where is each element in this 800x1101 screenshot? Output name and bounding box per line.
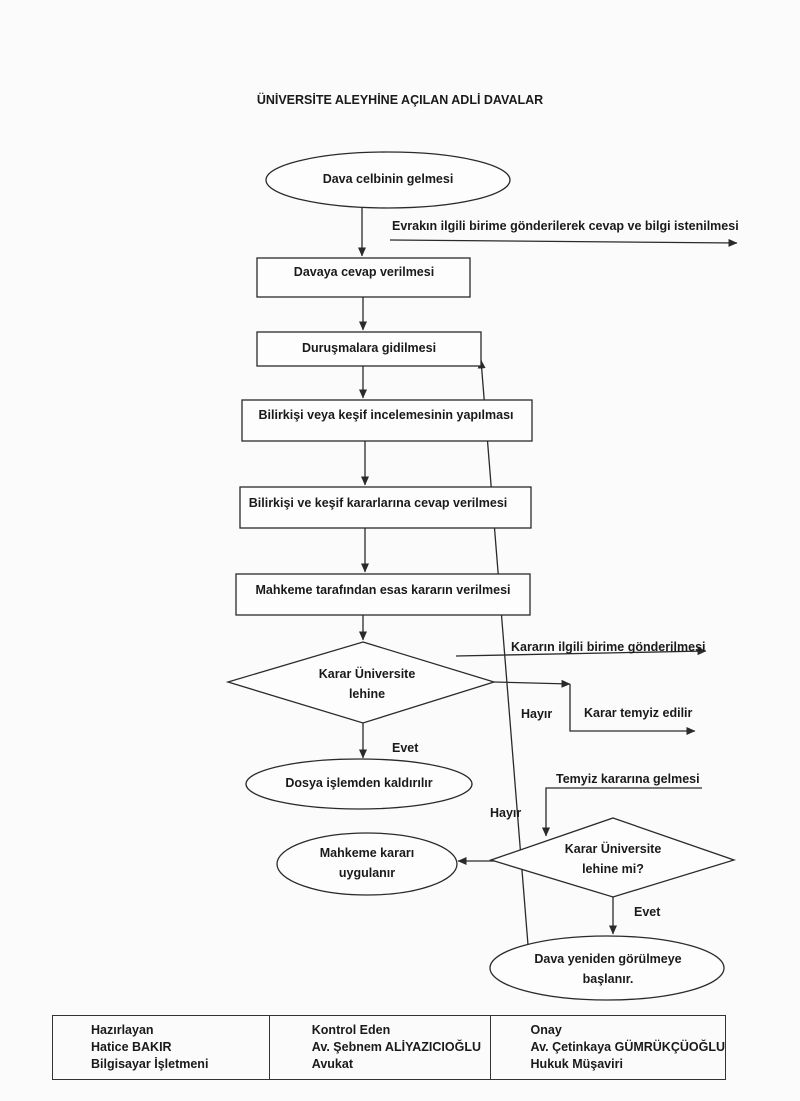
node-bilirkisi-cevap: Bilirkişi ve keşif kararlarına cevap ver… (248, 496, 508, 510)
arrow-loop-back (477, 359, 529, 946)
label-evet-2: Evet (634, 905, 661, 919)
footer-prepared: Hazırlayan Hatice BAKIR Bilgisayar İşlet… (53, 1016, 269, 1079)
approved-label: Onay (530, 1023, 562, 1037)
ellipse-dosya (245, 758, 473, 810)
box-bilirkisi (241, 399, 533, 442)
page-title: ÜNİVERSİTE ALEYHİNE AÇILAN ADLİ DAVALAR (256, 93, 544, 107)
label-birime-gonder: Kararın ilgili birime gönderilmesi (511, 640, 706, 654)
approved-role: Hukuk Müşaviri (530, 1057, 623, 1071)
approved-name: Av. Çetinkaya GÜMRÜKÇÜOĞLU (530, 1040, 726, 1054)
footer-approved: Onay Av. Çetinkaya GÜMRÜKÇÜOĞLU Hukuk Mü… (489, 1016, 726, 1079)
label-evrak-gonder: Evrakın ilgili birime gönderilerek cevap… (392, 219, 739, 233)
prepared-role: Bilgisayar İşletmeni (91, 1057, 209, 1071)
prepared-label: Hazırlayan (91, 1023, 154, 1037)
arrow-temyiz-karari (542, 787, 702, 837)
box-durusma (256, 331, 482, 367)
decision-2-line-1: Karar Üniversite (564, 842, 662, 856)
decision-diamond-2 (488, 817, 737, 898)
prepared-name: Hatice BAKIR (91, 1040, 172, 1054)
node-esas-karar: Mahkeme tarafından esas kararın verilmes… (255, 583, 511, 597)
decision-1-line-2: lehine (348, 687, 386, 701)
label-temyiz-karari: Temyiz kararına gelmesi (556, 772, 700, 786)
label-hayir-2: Hayır (490, 806, 522, 820)
footer-checked: Kontrol Eden Av. Şebnem ALİYAZICIOĞLU Av… (268, 1016, 490, 1079)
node-dava-celbi: Dava celbinin gelmesi (322, 172, 454, 186)
node-yeniden-line-2: başlanır. (582, 972, 634, 986)
node-bilirkisi: Bilirkişi veya keşif incelemesinin yapıl… (258, 408, 514, 422)
box-esas-karar (235, 573, 531, 616)
ellipse-yeniden (489, 935, 725, 1001)
arrow-birime-gonder (455, 647, 707, 657)
label-hayir-1: Hayır (521, 707, 553, 721)
arrow-evrak (389, 238, 738, 247)
approval-footer: Hazırlayan Hatice BAKIR Bilgisayar İşlet… (52, 1015, 726, 1080)
arrow-temyiz (569, 684, 696, 735)
node-mahkeme-line-1: Mahkeme kararı (319, 846, 415, 860)
node-dosya-kaldir: Dosya işlemden kaldırılır (285, 776, 433, 790)
decision-1-line-1: Karar Üniversite (318, 667, 416, 681)
decision-diamond-1 (225, 641, 497, 724)
checked-name: Av. Şebnem ALİYAZICIOĞLU (311, 1040, 482, 1054)
arrow-hayir-branch (493, 679, 571, 688)
label-temyiz-edilir: Karar temyiz edilir (584, 706, 693, 720)
node-mahkeme-line-2: uygulanır (338, 866, 396, 880)
node-durusma: Duruşmalara gidilmesi (301, 341, 437, 355)
decision-2-line-2: lehine mi? (582, 862, 644, 876)
node-cevap: Davaya cevap verilmesi (293, 265, 435, 279)
checked-role: Avukat (311, 1057, 353, 1071)
box-cevap (256, 257, 471, 298)
box-bilirkisi-cevap (239, 486, 532, 529)
checked-label: Kontrol Eden (311, 1023, 391, 1037)
label-evet-1: Evet (392, 741, 419, 755)
start-ellipse (265, 151, 511, 209)
node-yeniden-line-1: Dava yeniden görülmeye (534, 952, 682, 966)
ellipse-mahkeme (276, 832, 458, 896)
